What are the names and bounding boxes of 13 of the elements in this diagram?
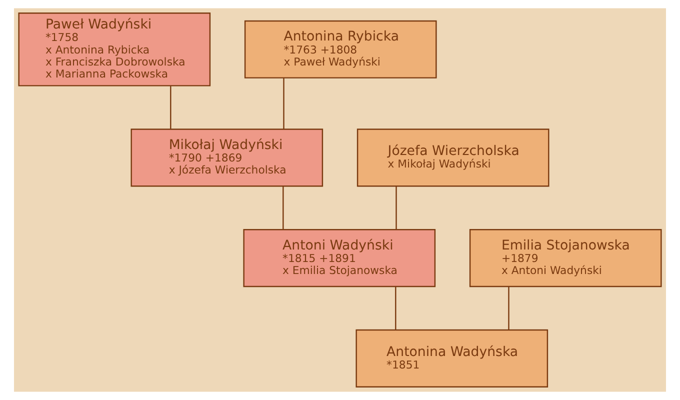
node-box: Antoni Wadyński *1815 +1891 x Emilia Stojanowska xyxy=(243,229,436,288)
node-box: Józefa Wierzcholska x Mikołaj Wadyński xyxy=(356,128,550,187)
connector xyxy=(170,86,172,129)
connector xyxy=(396,186,397,230)
connector xyxy=(395,286,396,330)
node-box: Antonina Rybicka *1763 +1808 x Paweł Wadyński xyxy=(244,20,437,78)
connector xyxy=(282,186,284,230)
node-box: Mikołaj Wadyński *1790 +1869 x Józefa Wierzcholska xyxy=(130,128,324,187)
connector xyxy=(283,78,284,130)
node-box: Antonina Wadyńska *1851 xyxy=(356,329,548,388)
node-box: Paweł Wadyński *1758 x Antonina Rybicka x Franciszka Dobrowolska x Marianna Packowska xyxy=(18,12,211,86)
node-box: Emilia Stojanowska +1879 x Antoni Wadyński xyxy=(469,229,662,288)
connector xyxy=(508,286,510,330)
